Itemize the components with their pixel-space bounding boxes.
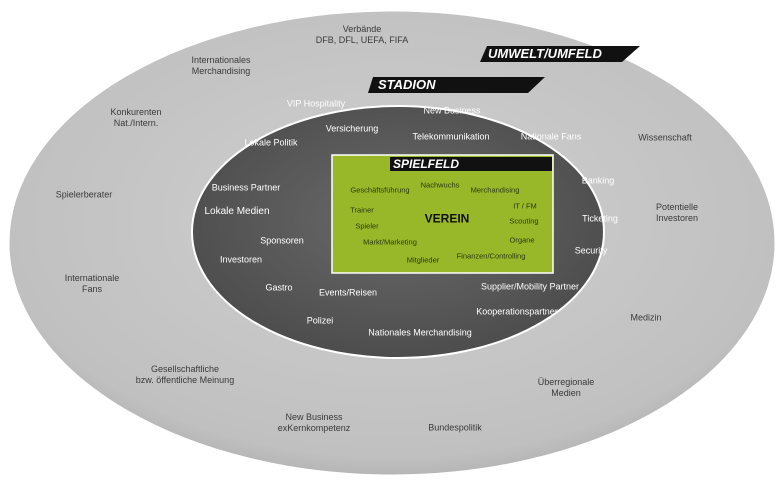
umwelt-title: UMWELT/UMFELD [488,46,602,61]
verein-label: VEREIN [424,211,470,226]
stadion-title: STADION [378,77,436,92]
spielfeld-title-bar [390,157,552,171]
spielfeld-label: Organe [509,235,535,245]
outer-label: Potentielle Investoren [655,201,699,223]
outer-label: Internationale Fans [64,272,120,294]
stadion-title-bar [368,77,545,93]
stadion-label: Banking [581,175,615,186]
stadion-label: Versicherung [325,123,379,134]
stadion-label: Nationales Merchandising [368,327,472,338]
stadion-label: Kooperationspartner [476,306,558,317]
spielfeld-label: Scouting [509,216,539,226]
stadion-label: Lokale Politik [244,137,298,148]
spielfeld-label: Spieler [355,221,379,231]
outer-label: Medizin [630,312,662,323]
stadion-label: New Business [423,105,481,116]
stadion-label: Gastro [265,282,293,293]
spielfeld-box [331,154,554,274]
stadion-label: Investoren [219,254,263,265]
umwelt-title-bar [480,46,640,62]
stadion-label: Telekommunikation [412,131,490,142]
spielfeld-title: SPIELFELD [393,157,460,171]
stadion-label: Nationale Fans [520,131,582,142]
stadion-label: VIP Hospitality [286,98,346,109]
stadion-label: Events/Reisen [318,287,378,298]
stadion-label: Supplier/Mobility Partner [480,281,580,292]
spielfeld-label: Mitglieder [406,255,440,265]
stadion-label: Lokale Medien [204,205,270,217]
stadion-label: Security [574,245,608,256]
spielfeld-label: Geschäftsführung [350,185,410,195]
spielfeld-label: Finanzen/Controlling [456,251,526,261]
outer-label: Spielerberater [55,189,113,200]
spielfeld-label: Nachwuchs [420,180,460,190]
spielfeld-label: Merchandising [470,185,520,195]
outer-label: Internationales Merchandising [191,54,251,76]
spielfeld-label: IT / FM [513,201,537,211]
outer-label: Konkurenten Nat./Intern. [110,106,162,128]
outer-label: Gesellschaftliche bzw. öffentliche Meinu… [135,363,235,385]
outer-label: Bundespolitik [428,422,482,433]
spielfeld-label: Markt/Marketing [363,237,417,247]
stadion-label: Sponsoren [260,235,304,246]
outer-label: Verbände DFB, DFL, UEFA, FIFA [315,23,409,45]
outer-label: Wissenschaft [638,132,692,143]
outer-label: New Business exKernkompetenz [277,411,351,433]
spielfeld-label: Trainer [350,205,374,215]
outer-label: Überregionale Medien [537,376,595,398]
stadion-label: Business Partner [211,182,281,193]
stadion-label: Ticketing [582,213,618,224]
stadion-label: Polizei [306,315,334,326]
